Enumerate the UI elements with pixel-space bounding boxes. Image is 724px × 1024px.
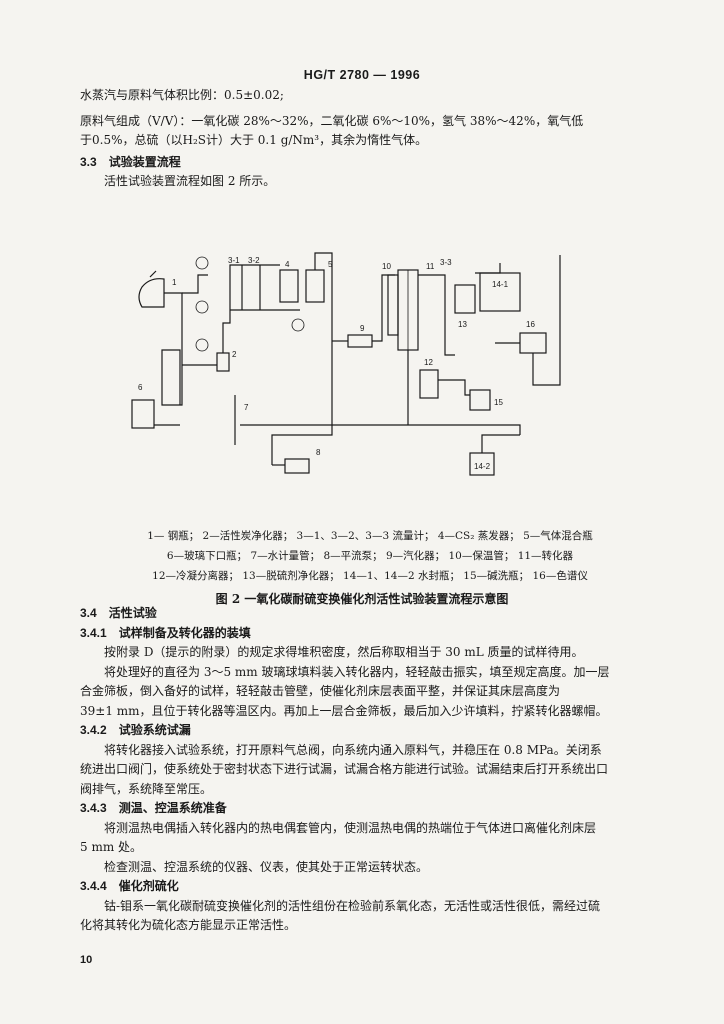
section-title: 催化剂硫化 [118, 879, 179, 893]
para-3-4-4-line1: 钴-钼系一氧化碳耐硫变换催化剂的活性组份在检验前系氧化态，无活性或活性很低，需经… [104, 898, 601, 913]
section-number: 3.4.3 [80, 801, 107, 815]
para-3-4-1-a: 按附录 D（提示的附录）的规定求得堆积密度，然后称取相当于 30 mL 质量的试… [104, 645, 584, 659]
label-2: 2 [232, 350, 237, 359]
section-title: 测温、控温系统准备 [118, 801, 227, 815]
chromatograph [519, 332, 547, 354]
section-number: 3.4.2 [80, 723, 107, 737]
section-title: 试样制备及转化器的装填 [118, 625, 251, 640]
section-title: 活性试验 [108, 606, 157, 620]
section-3-3-text: 活性试验装置流程如图 2 所示。 [104, 174, 276, 188]
para-3-4-1-b-line2: 合金筛板，倒入备好的试样，轻轻敲击管壁，使催化剂床层表面平整，并保证其床层高度为 [80, 684, 561, 698]
label-14-1: 14-1 [492, 280, 509, 289]
carbon-purifier [216, 352, 230, 372]
label-15: 15 [494, 398, 503, 407]
gas-mixing-bottle [305, 269, 325, 303]
standard-header: HG/T 2780 — 1996 [303, 68, 421, 82]
label-12: 12 [424, 358, 433, 367]
label-16: 16 [526, 320, 535, 329]
section-number: 3.4.1 [80, 625, 107, 640]
label-9: 9 [360, 324, 365, 333]
para-3-4-3-a-line2: 5 mm 处。 [80, 840, 143, 854]
label-10: 10 [382, 262, 391, 271]
section-number: 3.4.4 [80, 879, 107, 893]
label-1: 1 [172, 278, 177, 287]
label-7: 7 [244, 403, 249, 412]
section-3-4-3-heading: 3.4.3 测温、控温系统准备 [80, 799, 650, 819]
label-3-3: 3-3 [440, 258, 452, 267]
glass-bottle [131, 399, 155, 429]
label-6: 6 [138, 383, 143, 392]
figure-legend: 1— 钢瓶； 2—活性炭净化器； 3—1、3—2、3—3 流量计； 4—CS₂ … [110, 526, 630, 586]
section-3-4-heading: 3.4 活性试验 [80, 604, 650, 624]
section-3-4-2-heading: 3.4.2 试验系统试漏 [80, 721, 650, 741]
legend-line-2: 6—玻璃下口瓶； 7—水计量管； 8—平流泵； 9—汽化器； 10—保温管； 1… [166, 550, 574, 562]
desulfurizer [454, 284, 476, 314]
body-block: 3.4 活性试验 3.4.1 试样制备及转化器的装填 按附录 D（提示的附录）的规定… [80, 604, 650, 936]
label-8: 8 [316, 448, 321, 457]
label-5: 5 [328, 260, 333, 269]
insulation-tube [387, 274, 399, 336]
section-title: 试验系统试漏 [118, 723, 191, 737]
flowmeters [230, 264, 300, 311]
intro-line-1: 水蒸汽与原料气体积比例：0.5±0.02; [80, 88, 284, 102]
para-3-4-4-line2: 化将其转化为硫化态方能显示正常活性。 [80, 918, 297, 932]
para-3-4-1-b-line1: 将处理好的直径为 3～5 mm 玻璃球填料装入转化器内，轻轻敲击振实，填至规定高… [104, 664, 610, 679]
section-3-4-4-heading: 3.4.4 催化剂硫化 [80, 877, 650, 897]
constant-flow-pump [284, 458, 310, 474]
legend-line-1: 1— 钢瓶； 2—活性炭净化器； 3—1、3—2、3—3 流量计； 4—CS₂ … [147, 530, 593, 542]
condenser-separator [419, 369, 439, 399]
cs2-evaporator [279, 269, 299, 303]
section-3-4-1-heading: 3.4.1 试样制备及转化器的装填 [80, 624, 650, 644]
label-3-2: 3-2 [248, 256, 260, 265]
section-title: 试验装置流程 [108, 154, 181, 169]
label-13: 13 [458, 320, 467, 329]
label-4: 4 [285, 260, 290, 269]
para-3-4-2-line3: 阀排气，系统降至常压。 [80, 781, 213, 796]
para-3-4-1-b-line3: 39±1 mm，且位于转化器等温区内。再加上一层合金筛板，最后加入少许填料，拧紧… [80, 703, 608, 718]
gas-cylinder [138, 270, 165, 308]
intro-line-3: 于0.5%，总硫（以H₂S计）大于 0.1 g/Nm³，其余为惰性气体。 [80, 133, 428, 147]
legend-line-3: 12—冷凝分离器； 13—脱硫剂净化器； 14—1、14—2 水封瓶； 15—碱… [152, 570, 588, 582]
flow-diagram: 1 2 3-1 3-2 3-3 4 5 6 7 8 9 10 11 12 13 … [131, 252, 561, 476]
label-14-2: 14-2 [474, 462, 491, 471]
alkali-wash-bottle [469, 389, 491, 411]
para-3-4-2-line2: 统进出口阀门，使系统处于密封状态下进行试漏，试漏合格方能进行试验。试漏结束后打开… [80, 762, 609, 776]
para-3-4-3-b: 检查测温、控温系统的仪器、仪表，使其处于正常运转状态。 [104, 859, 429, 874]
intro-block: 水蒸汽与原料气体积比例：0.5±0.02; 原料气组成（V/V）：一氧化碳 28… [80, 86, 650, 192]
water-seal-bottle-1 [479, 272, 521, 312]
intro-line-2: 原料气组成（V/V）：一氧化碳 28%～32%，二氧化碳 6%～10%，氢气 3… [80, 113, 584, 128]
section-number: 3.3 [80, 154, 97, 169]
label-3-1: 3-1 [228, 256, 240, 265]
page-number: 10 [80, 954, 93, 966]
section-3-3-heading: 3.3 试验装置流程 [80, 153, 650, 173]
para-3-4-2-line1: 将转化器接入试验系统，打开原料气总阀，向系统内通入原料气，并稳压在 0.8 MP… [104, 742, 602, 757]
vaporizer [347, 334, 373, 348]
section-number: 3.4 [80, 606, 97, 620]
para-3-4-3-a-line1: 将测温热电偶插入转化器内的热电偶套管内，使测温热电偶的热端位于气体进口离催化剂床… [104, 820, 597, 835]
figure-caption: 图 2 一氧化碳耐硫变换催化剂活性试验装置流程示意图 [215, 592, 509, 606]
label-11: 11 [426, 262, 435, 271]
